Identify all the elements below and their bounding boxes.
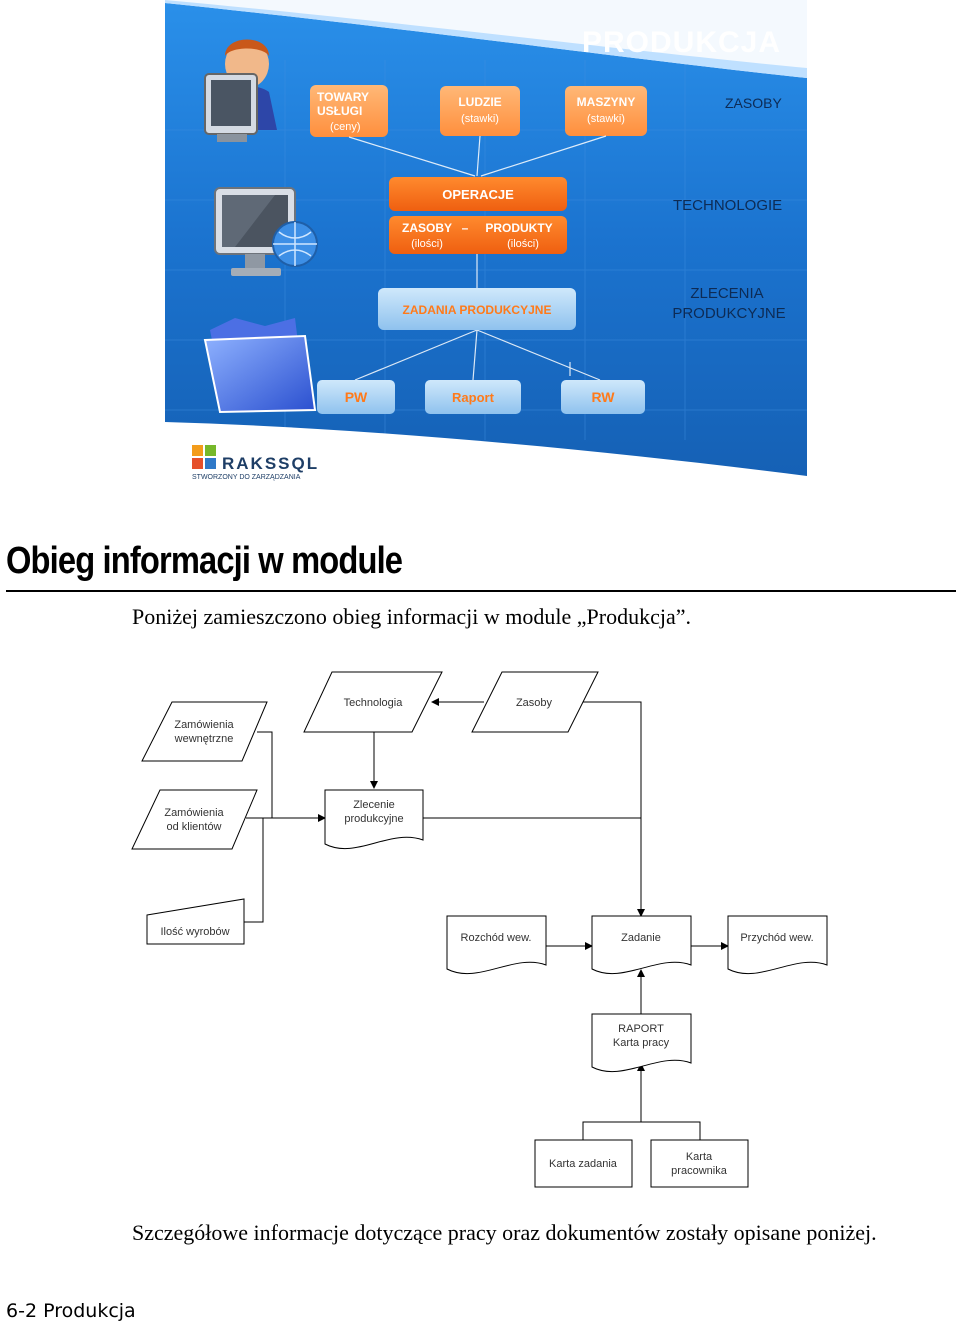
svg-text:MASZYNY: MASZYNY <box>577 95 636 109</box>
shape-zadanie <box>591 915 692 975</box>
shape-ilosc-wyrobow <box>146 898 245 945</box>
label-zam-kl-2: od klientów <box>166 821 221 833</box>
svg-text:Raport: Raport <box>452 390 495 405</box>
svg-text:TOWARY: TOWARY <box>317 90 369 104</box>
banner-title: PRODUKCJA <box>582 26 781 59</box>
box-ludzie: LUDZIE (stawki) <box>440 86 520 136</box>
svg-text:RW: RW <box>591 389 615 405</box>
shape-zlecenie-produkcyjne <box>324 789 424 850</box>
box-zadania-produkcyjne: ZADANIA PRODUKCYJNE <box>378 288 576 330</box>
label-ilosc-wyrobow: Ilość wyrobów <box>160 926 229 938</box>
box-towary: TOWARY USŁUGI (ceny) <box>310 85 388 137</box>
box-rw: RW <box>561 380 645 414</box>
details-paragraph: Szczegółowe informacje dotyczące pracy o… <box>132 1220 877 1245</box>
information-flowchart: Technologia Zasoby Zamówienia wewnętrzne… <box>131 671 828 1188</box>
box-maszyny: MASZYNY (stawki) <box>565 86 647 136</box>
svg-text:STWORZONY DO ZARZĄDZANIA: STWORZONY DO ZARZĄDZANIA <box>192 474 301 481</box>
label-technologie: TECHNOLOGIE <box>673 197 782 214</box>
label-raport-1: RAPORT <box>618 1023 664 1035</box>
svg-text:(ilości): (ilości) <box>507 238 539 250</box>
label-zam-wew-1: Zamówienia <box>174 719 234 731</box>
shape-rozchod-wew <box>446 915 547 975</box>
shape-przychod-wew <box>727 915 828 975</box>
svg-text:USŁUGI: USŁUGI <box>317 104 362 118</box>
shape-karta-pracownika <box>650 1139 749 1188</box>
intro-paragraph: Poniżej zamieszczono obieg informacji w … <box>132 604 691 629</box>
label-technologia: Technologia <box>344 697 404 709</box>
svg-text:LUDZIE: LUDZIE <box>458 95 501 109</box>
label-zasoby: Zasoby <box>516 697 553 709</box>
shape-technologia <box>303 671 443 733</box>
label-zam-kl-1: Zamówienia <box>164 807 224 819</box>
label-karta-pracownika-1: Karta <box>686 1151 713 1163</box>
svg-text:ZASOBY: ZASOBY <box>402 221 452 235</box>
shape-zasoby <box>471 671 599 733</box>
shape-karta-zadania <box>534 1139 633 1188</box>
label-zam-wew-2: wewnętrzne <box>174 733 234 745</box>
label-raport-2: Karta pracy <box>613 1037 670 1049</box>
svg-text:(ilości): (ilości) <box>411 238 443 250</box>
produkcja-banner: PRODUKCJA TOWARY USŁUGI (ceny) LUDZIE (s… <box>165 0 807 484</box>
user-computer-icon <box>204 39 277 142</box>
label-zasoby: ZASOBY <box>725 95 782 111</box>
label-zlecenie-2: produkcyjne <box>344 813 403 825</box>
svg-text:OPERACJE: OPERACJE <box>442 187 514 202</box>
label-zlecenia: ZLECENIA <box>690 285 763 302</box>
label-produkcyjne: PRODUKCYJNE <box>672 305 785 322</box>
svg-text:–: – <box>462 221 469 235</box>
label-karta-zadania: Karta zadania <box>549 1158 618 1170</box>
box-zasoby-produkty: ZASOBY – PRODUKTY (ilości) (ilości) <box>389 216 567 254</box>
page-footer: 6-2 Produkcja <box>6 1300 136 1322</box>
svg-text:PW: PW <box>345 389 368 405</box>
label-zlecenie-1: Zlecenie <box>353 799 395 811</box>
shape-zamowienia-wewnetrzne <box>141 701 268 762</box>
label-przychod-wew: Przychód wew. <box>740 932 813 944</box>
rakssql-logo: RAKSSQL STWORZONY DO ZARZĄDZANIA <box>192 445 319 481</box>
label-zadanie: Zadanie <box>621 932 661 944</box>
svg-text:(stawki): (stawki) <box>587 113 625 125</box>
box-operacje: OPERACJE <box>389 177 567 211</box>
section-heading: Obieg informacji w module <box>6 540 403 582</box>
monitor-globe-icon <box>214 187 318 276</box>
box-pw: PW <box>317 380 395 414</box>
svg-text:PRODUKTY: PRODUKTY <box>485 221 552 235</box>
svg-text:(ceny): (ceny) <box>330 121 361 133</box>
box-raport: Raport <box>425 380 521 414</box>
svg-text:RAKSSQL: RAKSSQL <box>222 454 319 473</box>
label-karta-pracownika-2: pracownika <box>671 1165 728 1177</box>
svg-text:ZADANIA PRODUKCYJNE: ZADANIA PRODUKCYJNE <box>403 303 552 317</box>
folder-icon <box>203 318 317 414</box>
label-rozchod-wew: Rozchód wew. <box>461 932 532 944</box>
shape-raport-karta-pracy <box>591 1013 692 1073</box>
svg-text:(stawki): (stawki) <box>461 113 499 125</box>
heading-underline <box>6 590 956 592</box>
shape-zamowienia-od-klientow <box>131 789 258 850</box>
